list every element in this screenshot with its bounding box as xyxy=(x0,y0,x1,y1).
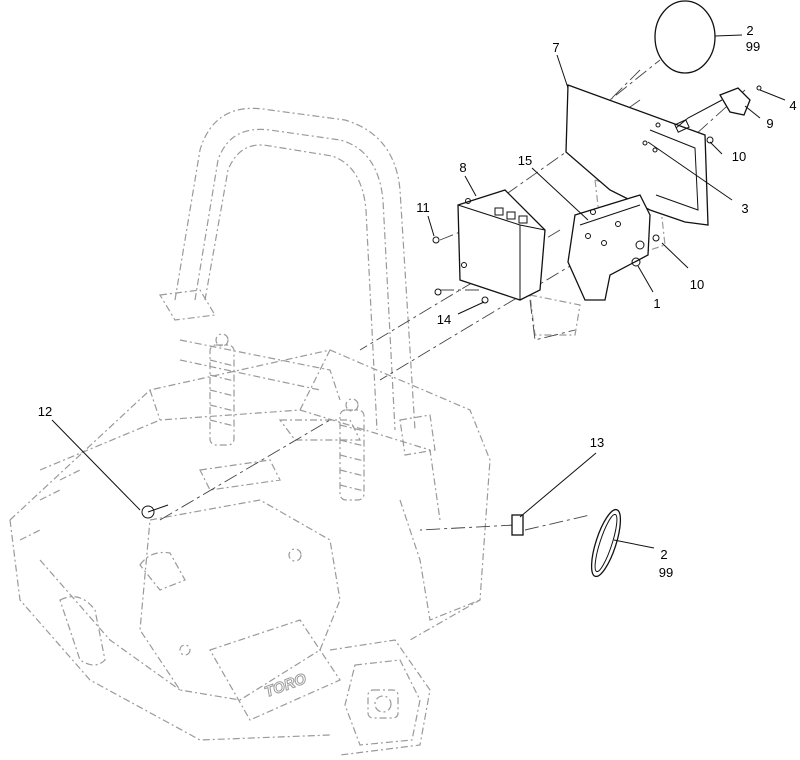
toro-logo: TORO xyxy=(262,670,309,701)
nut-10-top xyxy=(706,136,714,144)
callout-11: 11 xyxy=(416,200,430,215)
pin-12 xyxy=(141,505,155,519)
callout-9: 9 xyxy=(766,116,773,131)
screw-4 xyxy=(756,85,762,91)
connector-harness xyxy=(674,87,751,133)
leader-lines xyxy=(51,34,786,549)
screw-11b xyxy=(434,288,442,296)
callout-1: 1 xyxy=(653,296,660,311)
callout-8: 8 xyxy=(459,160,466,175)
controller-module xyxy=(457,189,546,301)
callout-12: 12 xyxy=(38,404,52,419)
shock-absorbers xyxy=(209,333,365,501)
callout-14: 14 xyxy=(437,312,451,327)
callout-10-top: 10 xyxy=(732,149,746,164)
callout-4: 4 xyxy=(789,98,796,113)
nut-10 xyxy=(635,240,645,250)
callout-10-bottom: 10 xyxy=(690,277,704,292)
callout-13: 13 xyxy=(590,435,604,450)
callout-7: 7 xyxy=(552,40,559,55)
fasteners xyxy=(141,85,762,519)
decal-bottom xyxy=(590,508,622,578)
callout-2-bottom: 2 xyxy=(660,547,667,562)
callouts: 2 99 7 4 9 10 3 15 8 11 10 1 14 12 13 2 … xyxy=(38,23,797,580)
screw-11 xyxy=(432,236,440,244)
decal-top xyxy=(654,0,716,74)
callout-3: 3 xyxy=(741,201,748,216)
mount-plate xyxy=(565,84,709,226)
decal-13 xyxy=(511,514,524,536)
screw-14 xyxy=(481,296,489,304)
bolt-1 xyxy=(631,257,641,267)
machine-phantom: TORO xyxy=(9,107,666,756)
callout-99-bottom: 99 xyxy=(659,565,673,580)
callout-2-top: 2 xyxy=(746,23,753,38)
callout-99-top: 99 xyxy=(746,39,760,54)
callout-15: 15 xyxy=(518,153,532,168)
washer-10 xyxy=(652,234,660,242)
mounting-bracket xyxy=(567,194,651,301)
